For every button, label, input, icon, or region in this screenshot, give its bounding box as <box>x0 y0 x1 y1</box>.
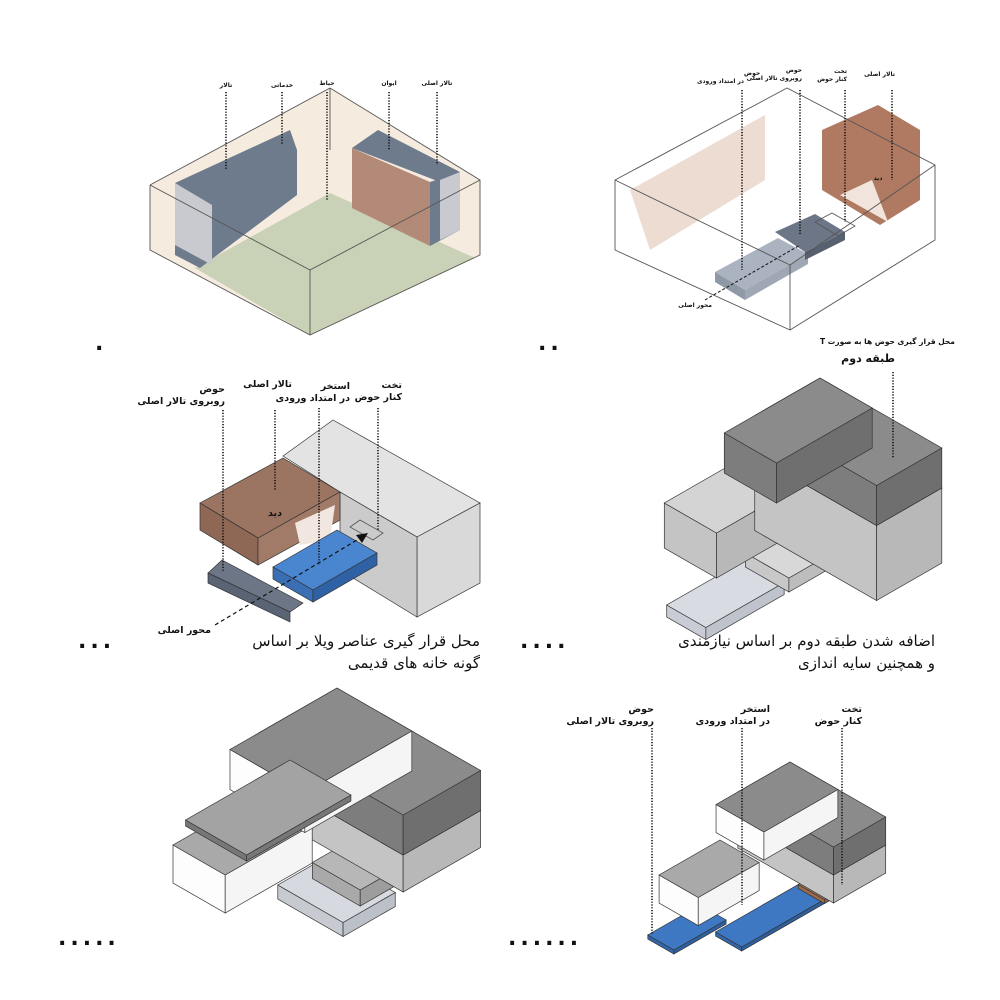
label-pond-hall: حوض <box>786 67 802 74</box>
panel-caption-line-2: گونه خانه های قدیمی <box>348 654 481 672</box>
label-yard: حیاط <box>319 80 334 87</box>
label-bed-sub: کنار حوض <box>817 76 847 83</box>
upper-wing-top <box>723 377 873 464</box>
panel-3-element-placement: حوض روبروی تالار اصلی تالار اصلی استخر د… <box>78 379 481 672</box>
pond-entry-side <box>745 254 808 300</box>
pond-slab-side <box>207 572 291 623</box>
label-porch: ایوان <box>381 80 396 87</box>
label-pond-hall-sub: روبروی تالار اصلی <box>137 396 225 407</box>
porch-block <box>352 148 430 246</box>
label-pool: استخر <box>740 704 770 715</box>
label-axis: محور اصلی <box>158 625 212 636</box>
panel-marker: . <box>95 331 107 356</box>
label-bed: تخت <box>382 380 402 391</box>
label-main-hall: تالار اصلی <box>422 80 453 87</box>
panel-marker: ...... <box>508 926 582 951</box>
label-services: خدماتی <box>271 82 293 89</box>
label-bed: تخت <box>842 704 862 715</box>
label-bed-sub: کنار حوض <box>355 392 403 403</box>
label-main-hall: تالار اصلی <box>864 71 895 78</box>
view-cone <box>295 505 335 545</box>
view-cone <box>840 180 888 222</box>
label-hall: تالار <box>219 82 232 89</box>
panel-caption-line-1: محل قرار گیری عناصر ویلا بر اساس <box>252 632 480 650</box>
label-pond-hall: حوض <box>199 384 225 395</box>
panel-1-courtyard-plan: تالار خدماتی حیاط ایوان تالار اصلی . <box>95 80 481 356</box>
ground-veranda-top <box>658 839 760 898</box>
pond-hall-slab <box>775 214 845 252</box>
main-axis-line <box>214 536 363 626</box>
label-bed: تخت <box>834 68 847 75</box>
label-view: دید <box>268 508 282 519</box>
panel-caption-line-1: اضافه شدن طبقه دوم بر اساس نیازمندی <box>678 632 935 650</box>
label-pool: استخر <box>320 381 350 392</box>
panel-4-second-floor: طبقه دوم اضافه شدن طبقه دوم بر اساس نیاز… <box>520 352 943 672</box>
label-pond-hall-sub: روبروی تالار اصلی <box>566 716 654 727</box>
panel-caption-line-2: و همچنین سایه اندازی <box>798 654 935 672</box>
pond-entry-slab <box>715 238 808 290</box>
upper-open-frame-top <box>715 761 839 833</box>
label-view: دید <box>874 175 883 182</box>
panel-marker: ... <box>78 629 115 654</box>
label-pond-hall: حوض <box>628 704 654 715</box>
pink-block <box>630 115 765 250</box>
label-pool-sub: در امتداد ورودی <box>696 716 771 727</box>
panel-marker: ..... <box>58 926 120 951</box>
panel-marker: .... <box>520 629 569 654</box>
bed <box>814 212 856 237</box>
pool-right <box>312 552 378 603</box>
panel-2-pond-layout: حوض در امتداد ورودی حوض روبروی تالار اصل… <box>538 67 955 356</box>
label-pond-entry-sub: در امتداد ورودی <box>697 78 744 85</box>
panel-caption: محل قرار گیری حوض ها به صورت T <box>820 337 955 346</box>
panel-5-shading-views: ..... <box>58 687 482 951</box>
label-axis: محور اصلی <box>678 302 712 309</box>
main-hall-block <box>352 130 460 182</box>
arrow-icon <box>356 533 368 543</box>
label-pond-entry: حوض <box>744 70 760 77</box>
panel-marker: .. <box>538 331 563 356</box>
label-main-hall: تالار اصلی <box>243 379 292 390</box>
label-second-floor: طبقه دوم <box>841 352 895 365</box>
pond-hall-side <box>805 232 845 260</box>
label-pool-sub: در امتداد ورودی <box>276 393 351 404</box>
pond-entry-side <box>715 272 745 300</box>
label-pond-hall-sub: روبروی تالار اصلی <box>747 75 803 82</box>
label-bed-sub: کنار حوض <box>815 716 863 727</box>
side-panel-right <box>440 172 460 240</box>
panel-6-final-layout: حوض روبروی تالار اصلی استخر در امتداد ور… <box>508 704 887 955</box>
veranda-roof-top <box>184 759 352 856</box>
